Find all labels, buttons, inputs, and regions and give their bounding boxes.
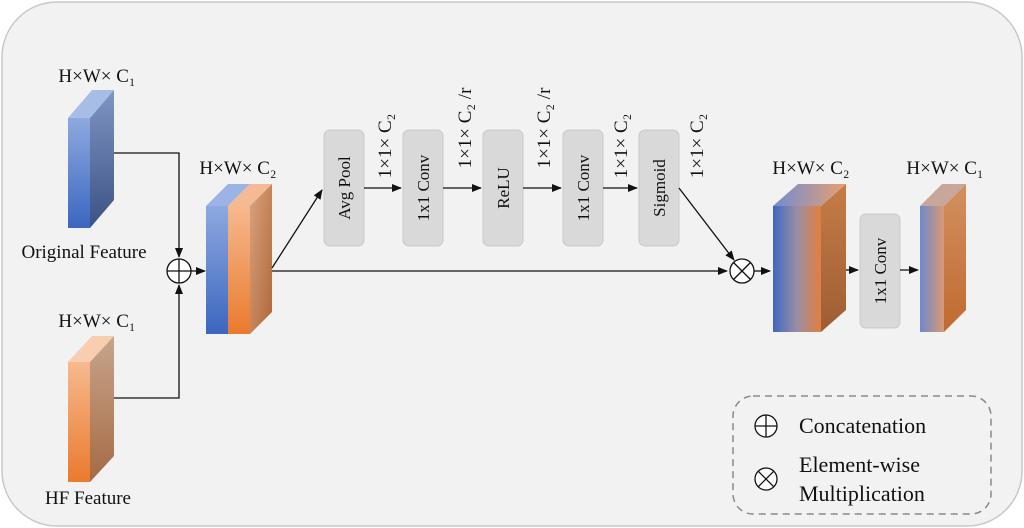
- after-conv1-dim: 1×1× C₂ /r: [455, 87, 476, 169]
- legend-mult-line1: Element-wise: [799, 452, 920, 477]
- sigmoid-to-multiply-arrow: [678, 187, 735, 261]
- legend-box: Concatenation Element-wise Multiplicatio…: [732, 395, 992, 515]
- conv1-box: 1x1 Conv: [402, 129, 444, 247]
- sigmoid-box: Sigmoid: [638, 129, 680, 247]
- after-sigmoid-dim: 1×1× C₂: [687, 114, 708, 178]
- original-feature-block: [68, 90, 114, 228]
- conv2-box: 1x1 Conv: [562, 129, 604, 247]
- weighted-feature-block: [773, 184, 846, 332]
- legend-concat-label: Concatenation: [799, 413, 926, 438]
- conv2-label: 1x1 Conv: [574, 154, 593, 221]
- hf-feature-dim: H×W× C₁: [58, 311, 135, 332]
- original-to-concat-arrow: [114, 152, 183, 258]
- hf-feature-label: HF Feature: [45, 488, 131, 509]
- multiply-times-icon: [729, 258, 755, 284]
- concatenated-feature-block: [206, 184, 272, 334]
- legend-concat-icon: [754, 414, 778, 438]
- hf-feature-block: [68, 336, 114, 482]
- relu-label: ReLU: [494, 167, 513, 209]
- avg-pool-label: Avg Pool: [335, 156, 354, 220]
- after-conv2-dim: 1×1× C₂: [611, 114, 632, 178]
- output-feature-block: [920, 184, 966, 332]
- conv-out-box: 1x1 Conv: [859, 213, 901, 329]
- original-feature-label: Original Feature: [21, 242, 146, 263]
- conv-out-label: 1x1 Conv: [871, 237, 890, 304]
- after-pool-dim: 1×1× C₂: [375, 114, 396, 178]
- avg-pool-box: Avg Pool: [323, 129, 365, 247]
- concat-plus-icon: [166, 258, 192, 284]
- hf-to-concat-arrow: [114, 284, 183, 399]
- after-relu-dim: 1×1× C₂ /r: [534, 87, 555, 169]
- sigmoid-label: Sigmoid: [650, 159, 669, 217]
- block-to-avgpool-arrow: [271, 189, 323, 269]
- output-dim: H×W× C₁: [906, 158, 983, 179]
- relu-box: ReLU: [482, 129, 524, 247]
- legend-mult-line2: Multiplication: [799, 481, 925, 506]
- original-feature-dim: H×W× C₁: [58, 66, 135, 87]
- product-dim: H×W× C₂: [772, 158, 849, 179]
- legend-multiply-icon: [754, 467, 778, 491]
- conv1-label: 1x1 Conv: [414, 154, 433, 221]
- concat-dim: H×W× C₂: [199, 158, 276, 179]
